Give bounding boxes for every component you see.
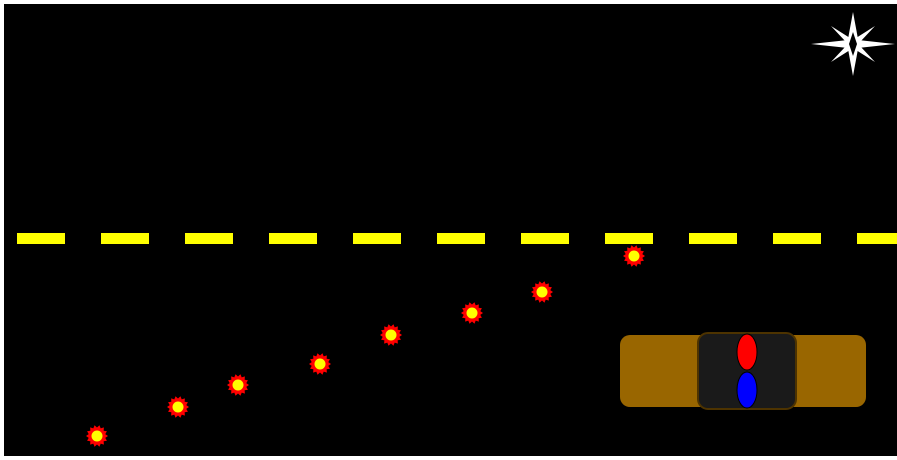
lane-dash <box>857 233 897 244</box>
lane-dash <box>521 233 569 244</box>
lane-dash <box>269 233 317 244</box>
lane-dash <box>605 233 653 244</box>
lane-dash <box>101 233 149 244</box>
lane-dash <box>437 233 485 244</box>
lane-dash <box>689 233 737 244</box>
lane-dash <box>353 233 401 244</box>
lane-dash <box>773 233 821 244</box>
police-car-icon <box>620 333 866 409</box>
red-light <box>737 334 757 370</box>
lane-dash <box>17 233 65 244</box>
lane-dash <box>185 233 233 244</box>
blue-light <box>737 372 757 408</box>
